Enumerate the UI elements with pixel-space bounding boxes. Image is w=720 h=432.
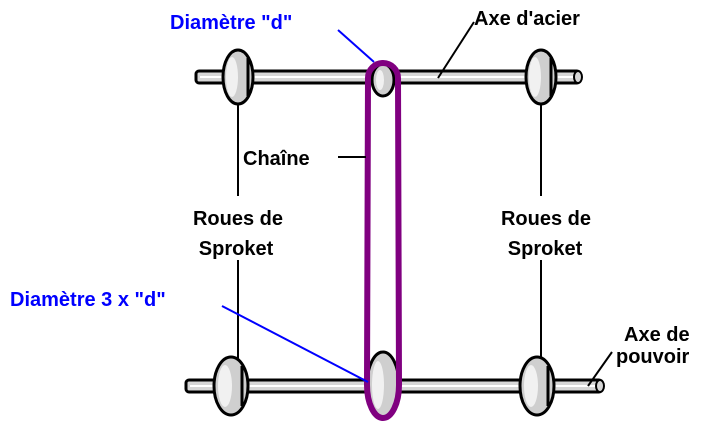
wheel-bottom-right <box>518 355 556 417</box>
label-axe-pouvoir-line1: Axe de <box>624 324 690 346</box>
sprocket-small <box>370 62 396 98</box>
wheel-top-right <box>524 48 558 106</box>
label-chaine: Chaîne <box>243 148 310 170</box>
label-diametre-3d: Diamètre 3 x "d" <box>10 289 166 311</box>
leader-axe-acier <box>437 21 475 79</box>
label-roues-right-line2: Sproket <box>508 238 583 260</box>
label-diametre-d: Diamètre "d" <box>170 12 292 34</box>
label-axe-acier: Axe d'acier <box>474 8 580 30</box>
label-roues-left-line1: Roues de <box>193 208 283 230</box>
label-roues-right-line1: Roues de <box>501 208 591 230</box>
leader-axe-pouvoir <box>587 351 613 387</box>
chain-loop <box>363 60 403 421</box>
leader-diametre-3d <box>221 305 369 383</box>
wheel-bottom-left <box>212 355 250 417</box>
label-roues-left-line2: Sproket <box>199 238 274 260</box>
leader-diametre-d <box>337 29 375 63</box>
wheel-top-left <box>221 48 255 106</box>
label-axe-pouvoir-line2: pouvoir <box>616 346 690 368</box>
